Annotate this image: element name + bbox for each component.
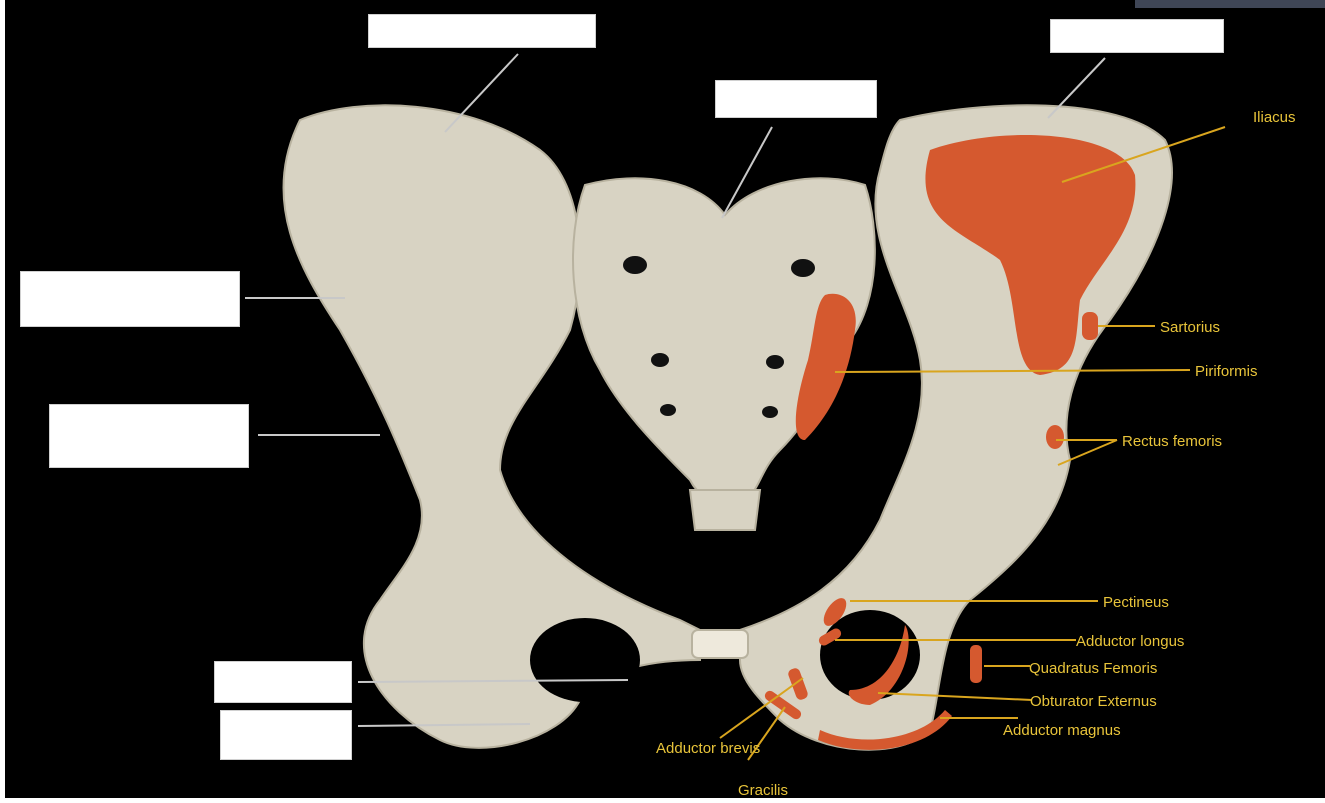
blank-label-box-1	[368, 14, 596, 48]
pubic-symphysis	[692, 630, 748, 658]
label-quadratus-femoris: Quadratus Femoris	[1029, 660, 1157, 677]
blank-label-box-5	[49, 404, 249, 468]
blank-label-box-2	[1050, 19, 1224, 53]
label-pectineus: Pectineus	[1103, 594, 1169, 611]
quadratus-femoris-attachment	[970, 645, 982, 683]
label-piriformis: Piriformis	[1195, 363, 1258, 380]
sartorius-attachment	[1082, 312, 1098, 340]
label-adductor-longus: Adductor longus	[1076, 633, 1184, 650]
corner-tab	[1135, 0, 1325, 8]
label-gracilis: Gracilis	[738, 782, 788, 798]
blank-label-box-3	[715, 80, 877, 118]
blank-label-box-7	[220, 710, 352, 760]
label-rectus-femoris: Rectus femoris	[1122, 433, 1222, 450]
label-sartorius: Sartorius	[1160, 319, 1220, 336]
label-adductor-brevis: Adductor brevis	[656, 740, 760, 757]
label-obturator-externus: Obturator Externus	[1030, 693, 1157, 710]
blank-label-box-4	[20, 271, 240, 327]
label-iliacus: Iliacus	[1253, 109, 1296, 126]
blank-label-box-6	[214, 661, 352, 703]
rectus-femoris-attachment	[1046, 425, 1064, 449]
coccyx	[690, 490, 760, 530]
label-adductor-magnus: Adductor magnus	[1003, 722, 1121, 739]
